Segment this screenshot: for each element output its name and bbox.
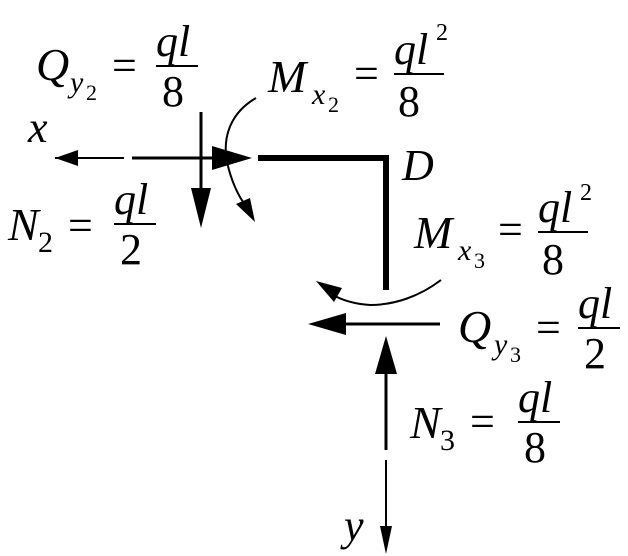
n2-arrowhead <box>212 146 252 170</box>
svg-text:2: 2 <box>120 225 142 274</box>
svg-text:ql: ql <box>538 183 572 232</box>
mx2-moment-arc <box>224 97 257 207</box>
mx2-formula: M x 2 = ql 2 8 <box>267 20 448 126</box>
svg-text:=: = <box>354 49 379 98</box>
svg-text:8: 8 <box>398 77 420 126</box>
n3-arrowhead <box>375 336 397 374</box>
qy3-formula: Q y 3 = ql 2 <box>458 279 620 378</box>
svg-text:3: 3 <box>440 424 455 457</box>
svg-text:=: = <box>470 397 495 446</box>
svg-text:N: N <box>7 199 41 250</box>
mx3-arrowhead <box>316 281 342 302</box>
svg-text:=: = <box>112 41 137 90</box>
svg-text:M: M <box>267 51 309 102</box>
svg-text:Q: Q <box>36 39 69 90</box>
svg-text:2: 2 <box>328 92 339 117</box>
mx3-moment-arc <box>332 279 442 307</box>
svg-text:ql: ql <box>394 25 428 74</box>
mx3-formula: M x 3 = ql 2 8 <box>413 180 592 284</box>
x-axis-arrowhead <box>55 150 78 166</box>
svg-text:ql: ql <box>578 279 612 328</box>
y-axis-label: y <box>340 501 364 550</box>
n3-formula: N 3 = ql 8 <box>409 373 560 472</box>
svg-text:=: = <box>536 303 561 352</box>
svg-text:2: 2 <box>38 226 53 259</box>
svg-text:2: 2 <box>584 329 606 378</box>
svg-text:y: y <box>67 66 84 99</box>
svg-text:2: 2 <box>86 80 97 105</box>
svg-text:ql: ql <box>518 373 552 422</box>
svg-text:ql: ql <box>156 17 190 66</box>
svg-text:8: 8 <box>524 423 546 472</box>
mx2-arrowhead <box>236 198 255 222</box>
svg-text:y: y <box>491 328 508 361</box>
svg-text:x: x <box>457 234 472 267</box>
frame-member <box>258 155 389 290</box>
qy3-arrowhead <box>308 313 346 335</box>
svg-text:ql: ql <box>114 175 148 224</box>
svg-text:Q: Q <box>458 301 491 352</box>
point-d-label: D <box>401 141 434 190</box>
svg-text:3: 3 <box>474 248 485 273</box>
svg-text:8: 8 <box>542 235 564 284</box>
qy2-formula: Q y 2 = ql 8 <box>36 17 198 116</box>
qy2-arrowhead <box>191 188 211 228</box>
svg-text:=: = <box>68 201 93 250</box>
svg-text:2: 2 <box>436 20 448 46</box>
x-axis-label: x <box>27 103 48 152</box>
svg-text:=: = <box>498 205 523 254</box>
svg-text:8: 8 <box>162 67 184 116</box>
svg-text:M: M <box>413 207 455 258</box>
svg-text:3: 3 <box>510 342 521 367</box>
n2-formula: N 2 = ql 2 <box>7 175 156 274</box>
y-axis-arrowhead <box>380 526 392 554</box>
svg-text:N: N <box>409 397 443 448</box>
svg-text:2: 2 <box>580 180 592 206</box>
svg-text:x: x <box>311 78 326 111</box>
